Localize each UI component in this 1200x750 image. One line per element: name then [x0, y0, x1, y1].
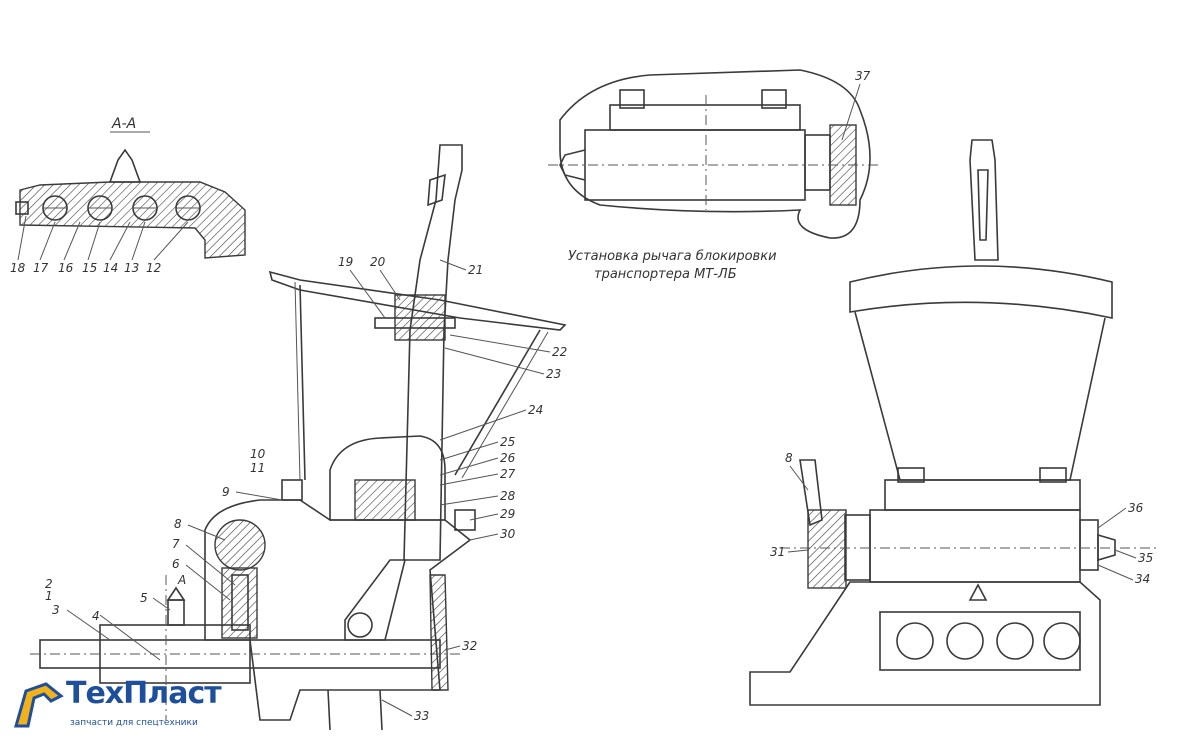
- callout-28: 28: [500, 489, 516, 503]
- callout-30: 30: [500, 527, 516, 541]
- callout-19: 19: [338, 255, 353, 269]
- installation-top-view: 37 Установка рычага блокировки транспорт…: [548, 69, 880, 282]
- caption-line1: Установка рычага блокировки: [568, 249, 777, 264]
- callout-7: 7: [172, 537, 180, 551]
- caption-line2: транспортера МТ-ЛБ: [594, 267, 737, 282]
- callout-8: 8: [174, 517, 182, 531]
- callout-33: 33: [414, 709, 429, 723]
- callout-4: 4: [92, 609, 100, 623]
- callout-8-right: 8: [785, 451, 793, 465]
- callout-13: 13: [124, 261, 139, 275]
- callout-3: 3: [52, 603, 60, 617]
- logo-tagline: запчасти для спецтехники: [70, 718, 198, 728]
- callout-25: 25: [500, 435, 515, 449]
- callout-37: 37: [855, 69, 871, 83]
- callout-10: 10: [250, 447, 266, 461]
- callout-22: 22: [552, 345, 567, 359]
- callout-35: 35: [1138, 551, 1153, 565]
- excavator-icon: [14, 682, 64, 728]
- callout-27: 27: [500, 467, 516, 481]
- logo-brand: ТехПласт: [66, 676, 222, 711]
- callout-31: 31: [770, 545, 785, 559]
- callout-18: 18: [10, 261, 26, 275]
- section-a-a-view: А-А 18 17 16 15 14 13 12: [10, 116, 246, 275]
- callout-16: 16: [58, 261, 74, 275]
- callout-36: 36: [1128, 501, 1144, 515]
- logo-brand-part2: Пласт: [123, 676, 221, 711]
- company-logo: ТехПласт запчасти для спецтехники: [6, 672, 226, 744]
- marker-a: А: [177, 573, 186, 587]
- callout-9: 9: [222, 485, 230, 499]
- callout-29: 29: [500, 507, 515, 521]
- callout-32: 32: [462, 639, 477, 653]
- callout-6: 6: [172, 557, 180, 571]
- section-label: А-А: [111, 116, 136, 132]
- callout-14: 14: [103, 261, 118, 275]
- callout-11: 11: [250, 461, 265, 475]
- callout-34: 34: [1135, 572, 1150, 586]
- logo-brand-part1: Тех: [66, 676, 124, 711]
- main-section-view: 2 1 3 4 5 6 7 8 9 10 11 19 20 21 22 23 2…: [30, 144, 567, 731]
- callout-20: 20: [370, 255, 386, 269]
- callout-15: 15: [82, 261, 97, 275]
- callout-12: 12: [146, 261, 161, 275]
- callout-1: 1: [45, 589, 53, 603]
- callout-5: 5: [140, 591, 148, 605]
- callout-26: 26: [500, 451, 516, 465]
- callout-21: 21: [468, 263, 483, 277]
- callout-24: 24: [528, 403, 543, 417]
- callout-17: 17: [33, 261, 49, 275]
- right-assembly-view: 8 31 34 35 36: [749, 139, 1160, 706]
- callout-23: 23: [546, 367, 561, 381]
- callout-2: 2: [45, 577, 53, 591]
